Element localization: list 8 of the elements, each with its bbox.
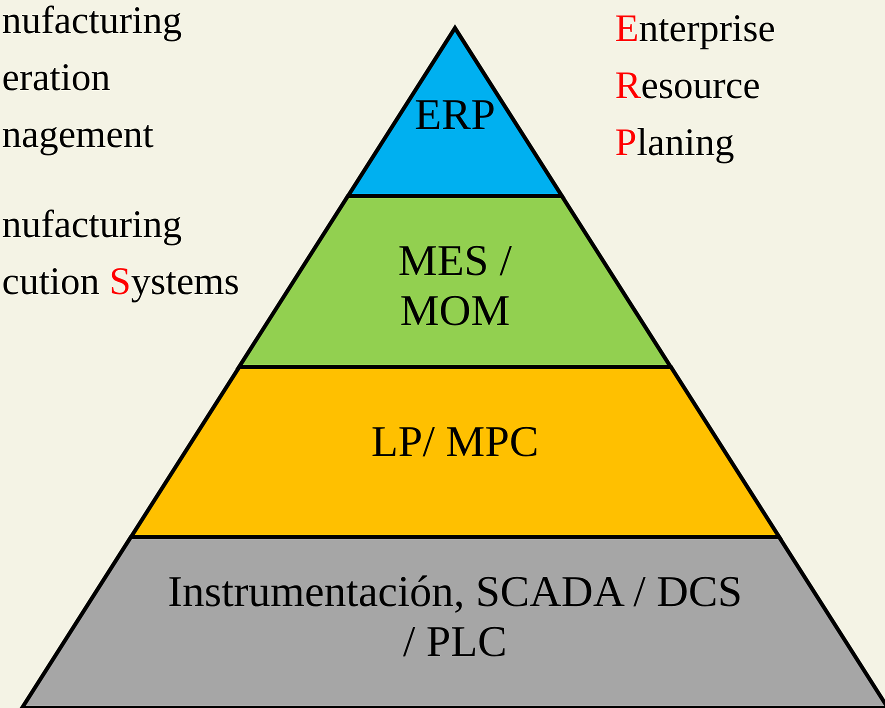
level-label: LP/ MPC — [370, 417, 540, 467]
level-label: MES / MOM — [397, 236, 513, 336]
side-note: nufacturing eration nagement — [2, 0, 183, 158]
side-note: nufacturing — [2, 202, 183, 248]
level-label: ERP — [414, 90, 496, 140]
side-note: Enterprise Resource Planing — [615, 6, 776, 166]
level-label: Instrumentación, SCADA / DCS / PLC — [166, 567, 744, 667]
side-note: cution Systems — [2, 259, 240, 305]
